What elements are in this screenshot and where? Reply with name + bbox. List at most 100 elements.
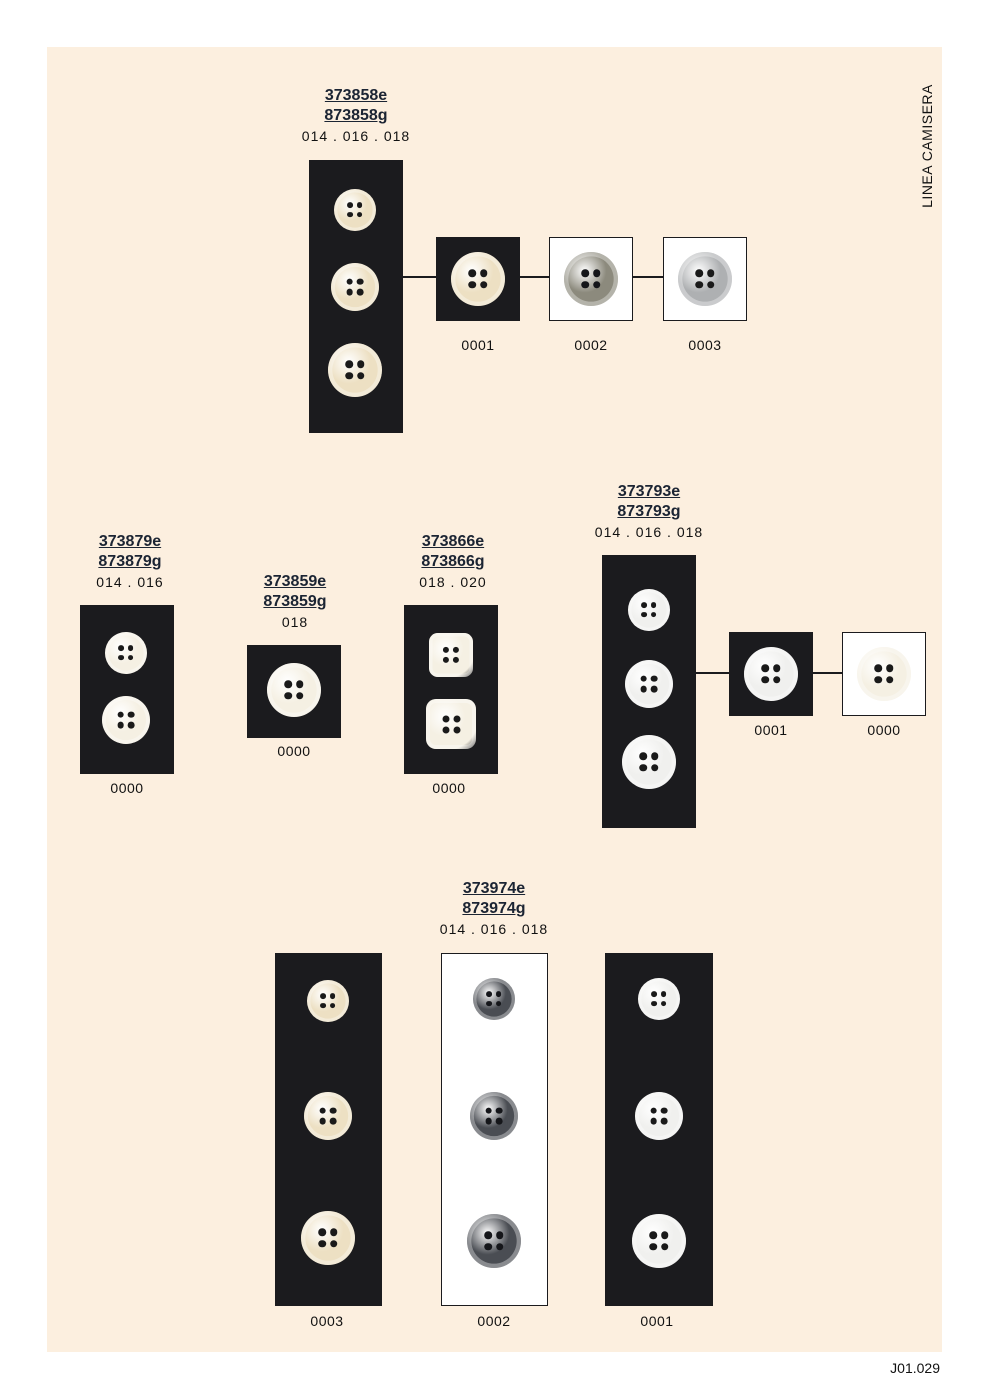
product-code[interactable]: 373974e bbox=[462, 880, 526, 897]
button-hole bbox=[495, 1107, 503, 1115]
button-hole bbox=[581, 269, 589, 277]
button-hole bbox=[639, 764, 647, 772]
button-hole bbox=[649, 1243, 657, 1251]
variant-caption: 0003 bbox=[310, 1313, 344, 1329]
button-hole bbox=[593, 269, 601, 277]
variant-caption: 0000 bbox=[432, 780, 466, 796]
variant-caption: 0002 bbox=[477, 1313, 511, 1329]
button-hole bbox=[319, 1107, 327, 1115]
button-hole bbox=[640, 685, 648, 693]
sew-button-icon bbox=[678, 252, 732, 306]
product-header-373859e: 373859e 873859g 018 bbox=[215, 572, 375, 632]
variant-caption: 0002 bbox=[574, 337, 608, 353]
button-hole bbox=[651, 1000, 658, 1007]
button-hole bbox=[874, 664, 882, 672]
connector-line bbox=[520, 276, 549, 278]
button-hole bbox=[886, 664, 894, 672]
sew-button-icon bbox=[267, 663, 321, 717]
swatch-0000[interactable] bbox=[80, 605, 174, 774]
product-sizes: 014 . 016 . 018 bbox=[439, 921, 549, 937]
button-hole bbox=[296, 692, 304, 700]
swatch-0002[interactable] bbox=[549, 237, 633, 321]
button-hole bbox=[651, 764, 659, 772]
button-hole bbox=[118, 654, 125, 661]
page-code: J01.029 bbox=[890, 1360, 940, 1376]
sew-button-icon bbox=[470, 1092, 518, 1140]
button-hole bbox=[650, 1117, 658, 1125]
button-hole bbox=[453, 715, 460, 722]
button-hole bbox=[356, 202, 363, 209]
variant-caption: 0000 bbox=[110, 780, 144, 796]
product-code[interactable]: 873879g bbox=[98, 553, 162, 570]
button-hole bbox=[649, 1231, 657, 1239]
button-hole bbox=[496, 1231, 504, 1239]
connector-line bbox=[633, 276, 663, 278]
button-hole bbox=[695, 281, 703, 289]
button-hole bbox=[345, 372, 353, 380]
button-hole bbox=[480, 281, 488, 289]
product-header-373858e: 373858e 873858g 014 . 016 . 018 bbox=[276, 86, 436, 146]
product-header-373879e: 373879e 873879g 014 . 016 bbox=[50, 532, 210, 592]
button-hole bbox=[453, 726, 460, 733]
button-hole bbox=[330, 1228, 338, 1236]
sew-button-icon bbox=[638, 978, 680, 1020]
button-hole bbox=[318, 1228, 326, 1236]
product-code[interactable]: 873858g bbox=[324, 107, 388, 124]
button-hole bbox=[127, 654, 134, 661]
sew-button-icon bbox=[451, 252, 505, 306]
product-header-373866e: 373866e 873866g 018 . 020 bbox=[373, 532, 533, 592]
product-code[interactable]: 373879e bbox=[98, 533, 162, 550]
connector-line bbox=[813, 672, 842, 674]
button-hole bbox=[329, 1107, 337, 1115]
button-hole bbox=[484, 1231, 492, 1239]
button-hole bbox=[468, 281, 476, 289]
button-hole bbox=[345, 360, 353, 368]
variant-caption: 0001 bbox=[461, 337, 495, 353]
product-header-373793e: 373793e 873793g 014 . 016 . 018 bbox=[569, 482, 729, 542]
sew-button-icon bbox=[105, 632, 147, 674]
button-hole bbox=[480, 269, 488, 277]
button-hole bbox=[296, 680, 304, 688]
line-label: LINEA CAMISERA bbox=[919, 84, 935, 208]
sew-button-icon bbox=[744, 647, 798, 701]
sew-button-icon bbox=[301, 1211, 355, 1265]
button-hole bbox=[495, 1117, 503, 1125]
button-hole bbox=[117, 721, 125, 729]
product-sizes: 014 . 016 . 018 bbox=[594, 524, 704, 540]
button-hole bbox=[319, 1117, 327, 1125]
product-sizes: 018 bbox=[281, 614, 309, 630]
product-code[interactable]: 373793e bbox=[617, 483, 681, 500]
button-hole bbox=[593, 281, 601, 289]
product-code[interactable]: 373859e bbox=[263, 573, 327, 590]
product-code[interactable]: 873974g bbox=[462, 900, 526, 917]
button-hole bbox=[695, 269, 703, 277]
button-hole bbox=[661, 1231, 669, 1239]
button-hole bbox=[641, 611, 648, 618]
product-code[interactable]: 373866e bbox=[421, 533, 485, 550]
button-hole bbox=[639, 752, 647, 760]
button-hole bbox=[761, 664, 769, 672]
button-hole bbox=[346, 278, 354, 286]
button-hole bbox=[641, 602, 648, 609]
sew-button-icon bbox=[857, 647, 911, 701]
product-code[interactable]: 873866g bbox=[421, 553, 485, 570]
product-sizes: 014 . 016 . 018 bbox=[301, 128, 411, 144]
button-hole bbox=[650, 685, 658, 693]
button-hole bbox=[346, 288, 354, 296]
button-hole bbox=[357, 360, 365, 368]
variant-caption: 0001 bbox=[754, 722, 788, 738]
button-hole bbox=[650, 675, 658, 683]
button-hole bbox=[650, 602, 657, 609]
button-hole bbox=[486, 991, 493, 998]
button-hole bbox=[347, 211, 354, 218]
product-code[interactable]: 373858e bbox=[324, 87, 388, 104]
button-hole bbox=[485, 1117, 493, 1125]
button-hole bbox=[442, 726, 449, 733]
product-code[interactable]: 873859g bbox=[263, 593, 327, 610]
button-hole bbox=[661, 1243, 669, 1251]
variant-caption: 0003 bbox=[688, 337, 722, 353]
button-hole bbox=[329, 993, 336, 1000]
button-hole bbox=[650, 1107, 658, 1115]
product-header-373974e: 373974e 873974g 014 . 016 . 018 bbox=[414, 879, 574, 939]
product-code[interactable]: 873793g bbox=[617, 503, 681, 520]
